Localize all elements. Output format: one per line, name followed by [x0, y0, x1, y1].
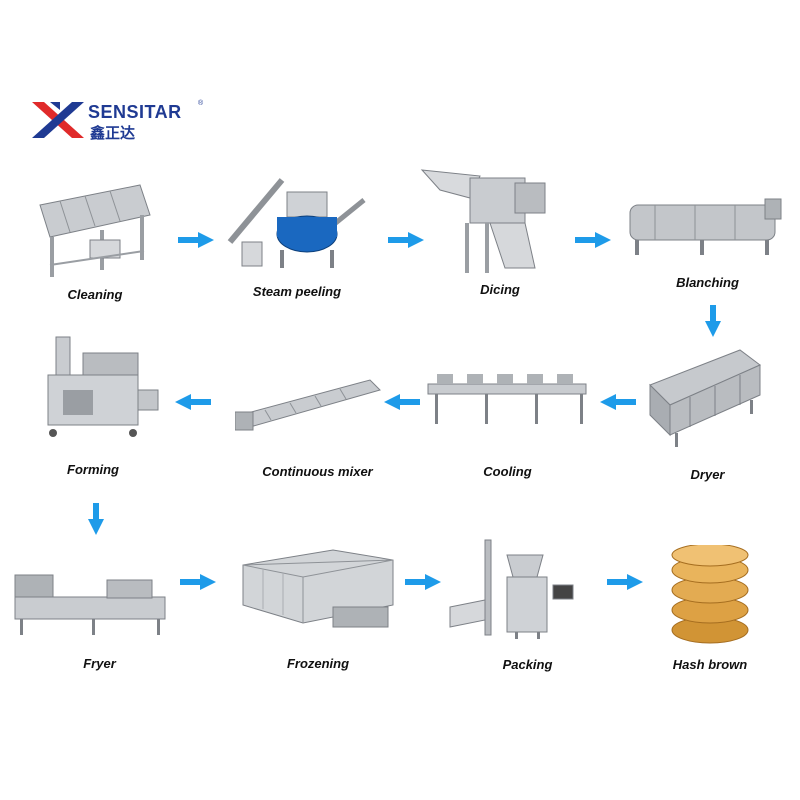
step-cleaning: Cleaning [30, 175, 160, 302]
step-fryer: Fryer [12, 560, 172, 675]
step-packing: Packing [445, 535, 610, 675]
registered-mark: ® [198, 100, 204, 107]
label-continuous-mixer: Continuous mixer [262, 464, 373, 479]
arrow-right-icon [405, 574, 441, 590]
label-dryer: Dryer [690, 467, 725, 482]
dicing-machine-icon [420, 169, 546, 273]
step-steam-peeling: Steam peeling [222, 172, 372, 299]
label-dicing: Dicing [480, 282, 520, 297]
packing-machine-icon [449, 539, 574, 639]
step-cooling: Cooling [425, 370, 590, 485]
label-hash-brown: Hash brown [672, 657, 748, 672]
arrow-right-icon [607, 574, 643, 590]
step-frozening: Frozening [238, 545, 398, 675]
logo-mark-icon [32, 102, 84, 138]
brand-logo: SENSITAR ® 鑫正达 [30, 100, 220, 144]
arrow-down-icon [88, 503, 104, 535]
step-hash-brown: Hash brown [660, 545, 760, 675]
hash-brown-stack-icon [671, 545, 749, 644]
arrow-left-icon [600, 394, 636, 410]
label-packing: Packing [502, 657, 553, 672]
steam-peeler-icon [227, 178, 366, 268]
label-forming: Forming [67, 462, 119, 477]
arrow-right-icon [575, 232, 611, 248]
blancher-icon [629, 198, 782, 255]
label-cleaning: Cleaning [67, 287, 123, 302]
step-blanching: Blanching [625, 195, 790, 290]
step-dryer: Dryer [645, 345, 770, 490]
arrow-left-icon [384, 394, 420, 410]
cooling-line-icon [427, 374, 587, 424]
arrow-right-icon [178, 232, 214, 248]
step-forming: Forming [38, 335, 163, 485]
arrow-right-icon [388, 232, 424, 248]
arrow-down-icon [705, 305, 721, 337]
fryer-icon [14, 574, 166, 635]
dryer-icon [649, 349, 761, 447]
forming-machine-icon [47, 336, 159, 437]
label-blanching: Blanching [676, 275, 739, 290]
screw-mixer-icon [235, 379, 381, 431]
brand-name: SENSITAR [88, 102, 182, 122]
label-cooling: Cooling [483, 464, 532, 479]
tunnel-freezer-icon [242, 549, 394, 628]
brand-name-cn: 鑫正达 [90, 125, 136, 142]
label-fryer: Fryer [83, 656, 116, 671]
drum-washer-icon [39, 184, 151, 277]
step-continuous-mixer: Continuous mixer [235, 370, 400, 485]
label-frozening: Frozening [286, 656, 350, 671]
arrow-left-icon [175, 394, 211, 410]
arrow-right-icon [180, 574, 216, 590]
label-steam-peeling: Steam peeling [252, 284, 342, 299]
step-dicing: Dicing [420, 168, 560, 297]
